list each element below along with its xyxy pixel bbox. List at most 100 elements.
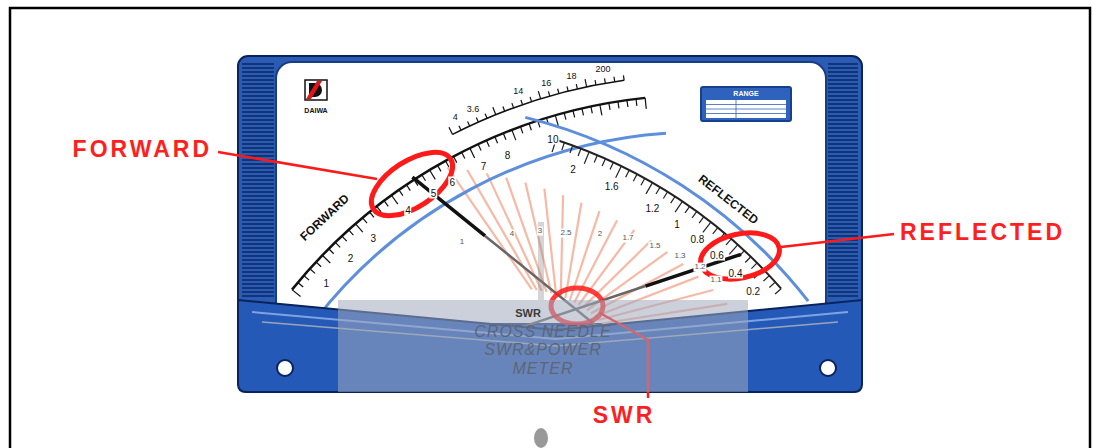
- housing-rib: [828, 79, 858, 81]
- scale-tick: [399, 190, 403, 196]
- scale-title: REFLECTED: [695, 172, 761, 228]
- housing-rib: [242, 255, 274, 257]
- scale-tick: [486, 140, 489, 146]
- scale-tick: [349, 230, 354, 235]
- housing-rib: [242, 267, 274, 269]
- housing-rib: [828, 63, 858, 65]
- housing-rib: [828, 291, 858, 293]
- scale-tick: [703, 222, 711, 232]
- scale-tick: [438, 165, 442, 171]
- housing-rib: [828, 295, 858, 297]
- housing-rib: [242, 283, 274, 285]
- swr-number: 2.5: [559, 229, 572, 238]
- scale-tick: [671, 196, 675, 203]
- scale-tick: [552, 140, 556, 152]
- scale-band: [315, 133, 666, 319]
- housing-rib: [828, 71, 858, 73]
- swr-curve: [544, 189, 556, 295]
- range-table-rule: [706, 113, 786, 114]
- housing-rib: [242, 183, 274, 185]
- scale-tick: [602, 159, 605, 166]
- panel-edge: [252, 312, 848, 339]
- range-table-rule: [706, 104, 786, 105]
- scale-tick: [685, 206, 690, 213]
- housing-rib: [828, 67, 858, 69]
- scale-tick: [449, 127, 453, 134]
- scale-tick: [468, 122, 470, 127]
- title-band: CROSS NEEDLE SWR&POWER METER: [338, 300, 748, 392]
- housing-rib: [242, 127, 274, 129]
- scale-arc: [453, 80, 625, 134]
- housing-rib: [828, 111, 858, 113]
- housing-rib: [242, 187, 274, 189]
- scale-number: 0.8: [689, 234, 705, 245]
- scale-number: 200: [595, 66, 612, 76]
- bottom-panel: [238, 300, 862, 392]
- scale-number: 16: [540, 79, 552, 89]
- swr-number: 2: [597, 230, 603, 239]
- housing-rib: [828, 223, 858, 225]
- housing-rib: [242, 263, 274, 265]
- mount-hole: [820, 360, 836, 376]
- swr-curve: [561, 195, 563, 296]
- housing-rib: [828, 263, 858, 265]
- housing-rib: [242, 119, 274, 121]
- scale-number: 4: [452, 114, 459, 124]
- housing-rib: [828, 203, 858, 205]
- housing-rib: [242, 91, 274, 93]
- housing-rib: [828, 167, 858, 169]
- scale-tick: [567, 86, 568, 91]
- housing-rib: [828, 139, 858, 141]
- watermark-bar: [538, 222, 544, 300]
- housing-rib: [828, 267, 858, 269]
- housing-rib: [242, 203, 274, 205]
- housing-rib: [242, 251, 274, 253]
- scale-number: 2: [569, 164, 577, 175]
- housing-rib: [242, 199, 274, 201]
- scale-tick: [538, 91, 540, 99]
- scale-tick: [430, 170, 436, 179]
- scale-tick: [503, 107, 505, 112]
- housing-rib: [828, 259, 858, 261]
- housing-rib: [828, 159, 858, 161]
- scale-tick: [573, 111, 575, 118]
- product-name: CROSS NEEDLE SWR&POWER METER: [456, 323, 631, 378]
- housing-rib: [242, 147, 274, 149]
- scale-number: 2: [347, 253, 355, 264]
- range-heading: RANGE: [706, 90, 786, 98]
- swr-curve: [487, 173, 542, 290]
- housing-rib: [242, 287, 274, 289]
- housing-rib: [828, 143, 858, 145]
- housing-rib: [828, 227, 858, 229]
- housing-rib: [828, 231, 858, 233]
- scale-tick: [503, 133, 506, 139]
- scale-tick: [391, 195, 397, 204]
- housing-rib: [828, 235, 858, 237]
- scale-tick: [775, 289, 781, 294]
- housing-rib: [242, 227, 274, 229]
- housing-rib: [828, 151, 858, 153]
- scale-tick: [582, 108, 584, 115]
- scale-tick: [578, 149, 581, 156]
- housing-rib: [242, 275, 274, 277]
- housing-rib: [828, 155, 858, 157]
- scale-tick: [292, 290, 301, 297]
- housing-rib: [828, 171, 858, 173]
- housing-rib: [242, 151, 274, 153]
- scale-tick: [562, 143, 565, 151]
- housing-rib: [242, 243, 274, 245]
- housing-rib: [242, 215, 274, 217]
- housing-rib: [242, 95, 274, 97]
- housing-rib: [828, 123, 858, 125]
- leader-line: [781, 234, 894, 247]
- scale-tick: [564, 113, 566, 120]
- housing-rib: [828, 275, 858, 277]
- housing-rib: [242, 175, 274, 177]
- scale-number: 5: [430, 188, 438, 199]
- scale-number: 0.6: [709, 250, 725, 261]
- housing-rib: [242, 223, 274, 225]
- housing-rib: [828, 199, 858, 201]
- housing-rib: [828, 135, 858, 137]
